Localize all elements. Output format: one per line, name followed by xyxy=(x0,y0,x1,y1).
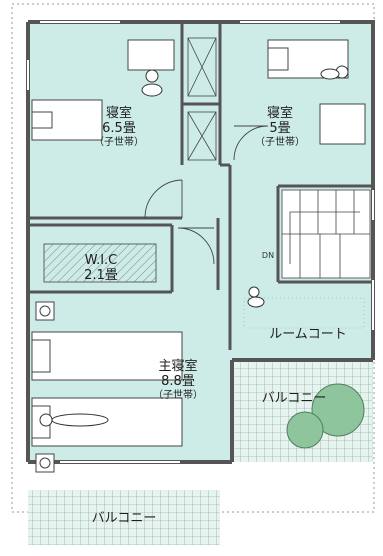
balcony-plants xyxy=(286,383,365,449)
bedroom-right-label: 寝室 5畳 （子世帯） xyxy=(245,106,315,148)
round-fixtures xyxy=(35,301,55,473)
staircase xyxy=(281,189,371,279)
bedroom-right-note: （子世帯） xyxy=(255,136,305,148)
master-bedroom-name: 主寝室 xyxy=(158,359,198,374)
master-bedroom-size: 8.8畳 xyxy=(161,373,195,389)
windows xyxy=(27,21,374,463)
bedroom-right-name: 寝室 xyxy=(266,106,293,121)
wic-rods xyxy=(43,243,157,283)
bedroom-right-size: 5畳 xyxy=(269,120,291,136)
wic-label: W.I.C 2.1畳 xyxy=(66,253,136,284)
bedroom-left-name: 寝室 xyxy=(105,106,132,121)
balcony-bottom-label: バルコニー xyxy=(91,511,157,526)
bedroom-left-note: （子世帯） xyxy=(94,136,144,148)
wic-name: W.I.C xyxy=(84,253,118,268)
closet-doors xyxy=(187,37,217,161)
wic-size: 2.1畳 xyxy=(84,267,118,283)
person-figures xyxy=(39,65,349,427)
stairs-dn-label: DN xyxy=(261,251,275,260)
room-coat-label: ルームコート xyxy=(269,327,347,342)
room-coat-dots xyxy=(243,297,365,329)
beds xyxy=(31,39,349,447)
balcony-right-label: バルコニー xyxy=(261,391,327,406)
interior-walls xyxy=(28,22,373,350)
door-swings xyxy=(144,125,269,265)
master-bedroom-label: 主寝室 8.8畳 （子世帯） xyxy=(140,359,216,401)
bedroom-left-size: 6.5畳 xyxy=(102,120,136,136)
master-bedroom-note: （子世帯） xyxy=(153,389,203,401)
desks xyxy=(127,39,366,145)
bedroom-left-label: 寝室 6.5畳 （子世帯） xyxy=(84,106,154,148)
balcony-bottom-grid xyxy=(28,490,220,545)
